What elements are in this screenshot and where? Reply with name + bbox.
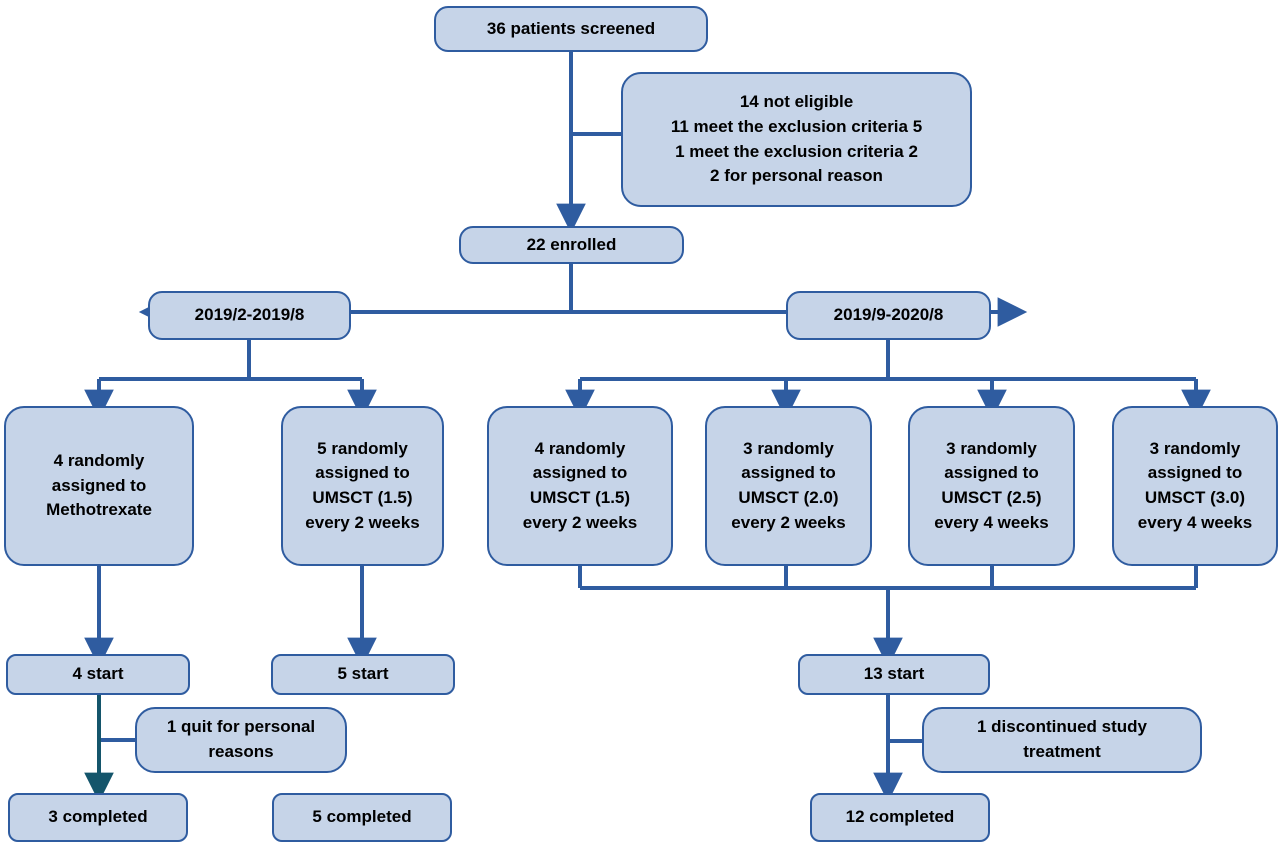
node-arm-umsct15-left[interactable]: 5 randomly assigned to UMSCT (1.5) every… xyxy=(281,406,444,566)
node-completed-right[interactable]: 12 completed xyxy=(810,793,990,842)
node-completed-umsct-left[interactable]: 5 completed xyxy=(272,793,452,842)
node-start-methotrexate-label: 4 start xyxy=(72,664,124,684)
node-arm-umsct15-right[interactable]: 4 randomly assigned to UMSCT (1.5) every… xyxy=(487,406,673,566)
node-not-eligible[interactable]: 14 not eligible 11 meet the exclusion cr… xyxy=(621,72,972,207)
node-arm-umsct15-right-label: 4 randomly assigned to UMSCT (1.5) every… xyxy=(522,438,638,532)
node-quit-personal-reasons[interactable]: 1 quit for personal reasons xyxy=(135,707,347,773)
node-completed-umsct-left-label: 5 completed xyxy=(312,807,412,827)
node-arm-umsct25[interactable]: 3 randomly assigned to UMSCT (2.5) every… xyxy=(908,406,1075,566)
node-start-right[interactable]: 13 start xyxy=(798,654,990,695)
node-screened-label: 36 patients screened xyxy=(486,18,656,38)
node-arm-umsct30[interactable]: 3 randomly assigned to UMSCT (3.0) every… xyxy=(1112,406,1278,566)
node-period-right[interactable]: 2019/9-2020/8 xyxy=(786,291,991,340)
node-arm-umsct15-left-label: 5 randomly assigned to UMSCT (1.5) every… xyxy=(305,438,420,532)
node-period-left[interactable]: 2019/2-2019/8 xyxy=(148,291,351,340)
node-not-eligible-label: 14 not eligible 11 meet the exclusion cr… xyxy=(670,92,923,186)
node-start-right-label: 13 start xyxy=(863,664,925,684)
node-quit-personal-reasons-label: 1 quit for personal reasons xyxy=(166,717,316,761)
node-arm-umsct20[interactable]: 3 randomly assigned to UMSCT (2.0) every… xyxy=(705,406,872,566)
node-discontinued-study-treatment[interactable]: 1 discontinued study treatment xyxy=(922,707,1202,773)
node-period-right-label: 2019/9-2020/8 xyxy=(833,305,944,325)
node-arm-umsct30-label: 3 randomly assigned to UMSCT (3.0) every… xyxy=(1137,438,1253,532)
node-enrolled[interactable]: 22 enrolled xyxy=(459,226,684,264)
node-completed-methotrexate[interactable]: 3 completed xyxy=(8,793,188,842)
node-completed-right-label: 12 completed xyxy=(845,807,955,827)
node-enrolled-label: 22 enrolled xyxy=(526,234,617,254)
node-period-left-label: 2019/2-2019/8 xyxy=(194,305,305,325)
node-discontinued-study-treatment-label: 1 discontinued study treatment xyxy=(976,717,1148,761)
node-completed-methotrexate-label: 3 completed xyxy=(48,807,148,827)
node-start-methotrexate[interactable]: 4 start xyxy=(6,654,190,695)
node-start-umsct-left[interactable]: 5 start xyxy=(271,654,455,695)
node-arm-methotrexate-label: 4 randomly assigned to Methotrexate xyxy=(46,451,152,520)
node-arm-methotrexate[interactable]: 4 randomly assigned to Methotrexate xyxy=(4,406,194,566)
node-arm-umsct25-label: 3 randomly assigned to UMSCT (2.5) every… xyxy=(934,438,1049,532)
node-screened[interactable]: 36 patients screened xyxy=(434,6,708,52)
node-start-umsct-left-label: 5 start xyxy=(337,664,389,684)
node-arm-umsct20-label: 3 randomly assigned to UMSCT (2.0) every… xyxy=(731,438,846,532)
